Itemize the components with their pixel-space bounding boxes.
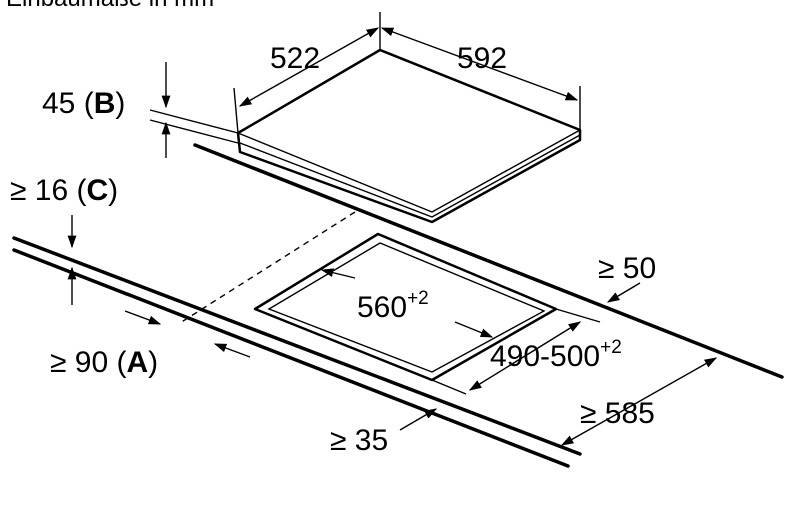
worktop-back-edge [193,143,784,379]
dimension-line-35 [399,408,438,431]
label-560: 560+2 [357,288,429,324]
label-522: 522 [270,42,320,75]
worktop-front-edge [12,236,582,468]
label-35: ≥ 35 [330,424,388,457]
label-50: ≥ 50 [598,252,656,285]
dimension-line-90 [124,310,251,358]
dimension-line-592 [380,27,581,130]
dimension-line-585 [560,357,718,446]
header-partial-text: Einbaumaße in mm [6,0,214,12]
dimension-line-490-500 [431,308,601,395]
label-585: ≥ 585 [580,397,655,430]
dimension-line-50 [606,282,641,303]
hob-outline [236,48,582,224]
label-592: 592 [457,42,507,75]
label-16-c: ≥ 16 (C) [10,174,118,207]
dashed-guide-line [179,211,356,324]
label-90-a: ≥ 90 (A) [50,346,158,379]
label-490-500: 490-500+2 [490,337,622,373]
label-45-b: 45 (B) [42,87,125,120]
dimension-line-45 [149,62,239,158]
dimension-line-522 [233,12,381,134]
